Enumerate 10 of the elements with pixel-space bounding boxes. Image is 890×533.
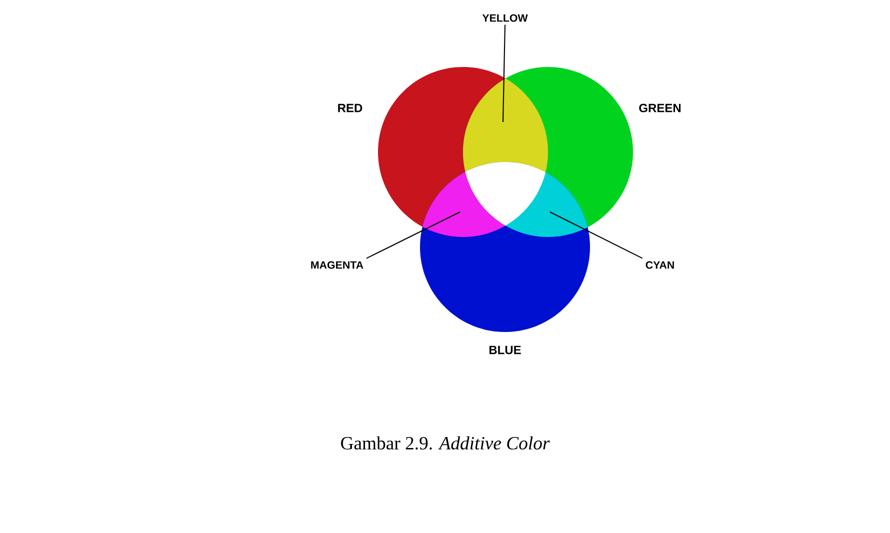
color-label: YELLOW [482,14,528,22]
color-label: RED [338,104,362,112]
color-label: GREEN [639,104,681,112]
color-label: CYAN [646,261,674,269]
leader-line [366,212,460,259]
leader-line [502,24,506,122]
caption: Gambar 2.9. Additive Color [341,436,550,450]
color-label: BLUE [489,346,521,354]
color-label: MAGENTA [311,261,364,269]
leader-line [550,212,643,259]
